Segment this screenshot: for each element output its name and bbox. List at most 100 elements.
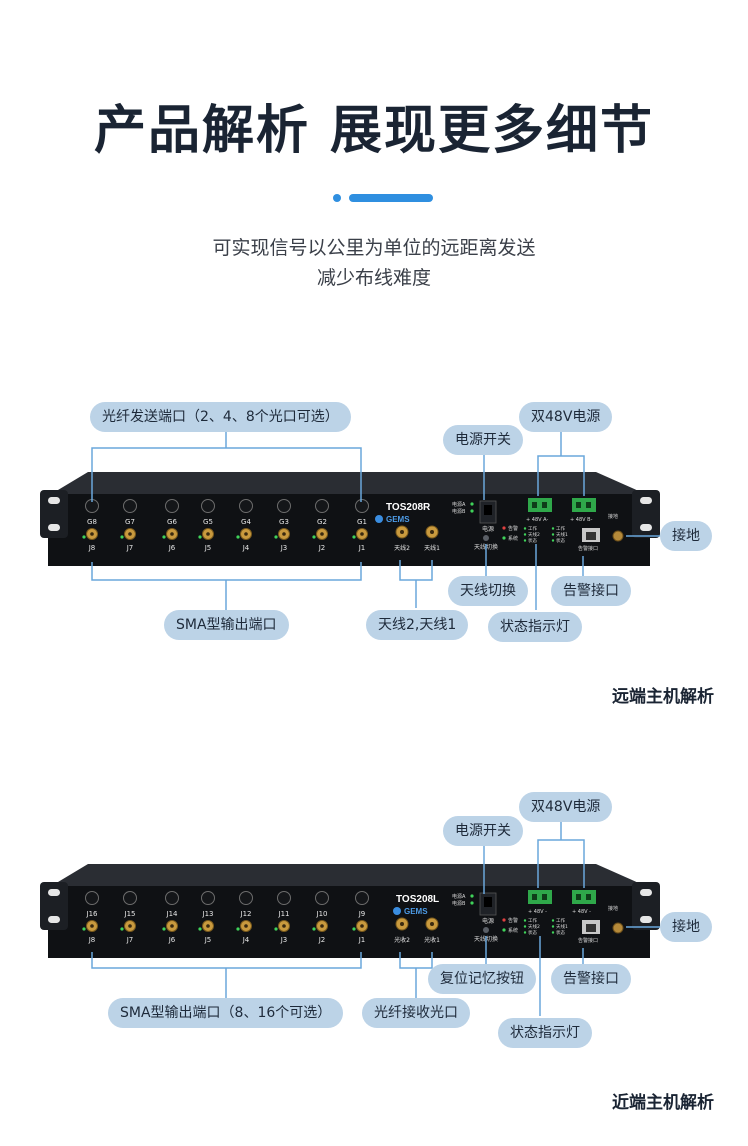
status-led-icon xyxy=(551,539,555,542)
antenna-port-label: 天线2 xyxy=(394,544,410,552)
local-caption: 近端主机解析 xyxy=(612,1093,714,1113)
rack-ear-right xyxy=(632,490,660,538)
brand-label: GEMS xyxy=(386,515,410,524)
ground-small: 接地 xyxy=(608,905,618,912)
accent-dot xyxy=(333,194,341,202)
optical-port-icon[interactable] xyxy=(165,891,179,905)
status-small-label: 天线1 xyxy=(556,531,568,538)
callout-dual-psu: 双48V电源 xyxy=(519,402,613,432)
sma-pin xyxy=(244,532,248,536)
callout-ground: 接地 xyxy=(660,521,712,551)
top-port-label: G2 xyxy=(317,518,327,526)
optical-port-icon[interactable] xyxy=(315,499,329,513)
ant-switch-small-label: 天线切换 xyxy=(474,543,498,551)
port-led-icon xyxy=(274,535,278,539)
ant-switch-button[interactable] xyxy=(483,535,489,541)
optical-port-icon[interactable] xyxy=(201,499,215,513)
port-led-icon xyxy=(162,535,166,539)
subtitle-line-1: 可实现信号以公里为单位的远距离发送 xyxy=(212,237,536,259)
sma-pin xyxy=(360,532,364,536)
optical-port-icon[interactable] xyxy=(315,891,329,905)
ground-screw-icon[interactable] xyxy=(612,530,624,542)
ear-slot xyxy=(640,916,652,923)
power-rocker[interactable] xyxy=(484,897,492,907)
sma-pin xyxy=(170,924,174,928)
status-led-icon xyxy=(523,925,527,928)
top-port-label: G8 xyxy=(87,518,97,526)
port-led-icon xyxy=(162,927,166,931)
ear-slot xyxy=(48,497,60,504)
reset-memory-button[interactable] xyxy=(483,927,489,933)
power-b-small: 电源B xyxy=(452,900,466,907)
optical-port-icon[interactable] xyxy=(239,499,253,513)
top-port-label: J15 xyxy=(124,910,136,918)
power-rocker[interactable] xyxy=(484,505,492,515)
ear-slot xyxy=(48,916,60,923)
terminal-screw xyxy=(586,894,591,900)
system-led-icon xyxy=(502,536,506,540)
callout-ground: 接地 xyxy=(660,912,712,942)
ground-screw-icon[interactable] xyxy=(612,922,624,934)
psu-b-terminal xyxy=(572,890,596,904)
power-b-small: 电源B xyxy=(452,508,466,515)
sma-pin xyxy=(206,924,210,928)
terminal-screw xyxy=(542,894,547,900)
port-led-icon xyxy=(312,927,316,931)
optical-port-icon[interactable] xyxy=(277,499,291,513)
status-small-label: 天线1 xyxy=(556,923,568,930)
status-small-label: 工作 xyxy=(556,525,565,532)
optical-port-icon[interactable] xyxy=(201,891,215,905)
power-small-label: 电源 xyxy=(482,525,494,533)
terminal-screw xyxy=(532,502,537,508)
psu-b-small: + 48V - xyxy=(572,909,591,915)
ear-slot xyxy=(640,524,652,531)
optical-port-icon[interactable] xyxy=(85,891,99,905)
sma-pin xyxy=(360,924,364,928)
sma-pin xyxy=(128,532,132,536)
optical-port-icon[interactable] xyxy=(355,499,369,513)
optical-port-icon[interactable] xyxy=(85,499,99,513)
bottom-port-label: J6 xyxy=(168,936,176,944)
optical-port-icon[interactable] xyxy=(277,891,291,905)
callout-power-switch: 电源开关 xyxy=(443,425,523,455)
port-led-icon xyxy=(120,535,124,539)
terminal-screw xyxy=(532,894,537,900)
callout-fiber-rx: 光纤接收光口 xyxy=(362,998,470,1028)
page-title: 产品解析 展现更多细节 xyxy=(93,101,655,161)
optical-port-icon[interactable] xyxy=(165,499,179,513)
power-a-small: 电源A xyxy=(452,893,466,900)
optical-port-icon[interactable] xyxy=(355,891,369,905)
callout-antennas: 天线2,天线1 xyxy=(366,610,469,640)
led-icon xyxy=(470,894,474,898)
status-led-icon xyxy=(551,931,555,934)
brand-logo-icon xyxy=(393,907,401,915)
status-small-label: 状态 xyxy=(528,929,537,936)
callout-alarm-port: 告警接口 xyxy=(551,964,631,994)
sma-pin xyxy=(400,922,404,926)
optical-port-icon[interactable] xyxy=(123,891,137,905)
ant-switch-small-label: 天线切换 xyxy=(474,935,498,943)
ground-small: 接地 xyxy=(608,513,618,520)
status-alarm-small: 告警 xyxy=(508,525,518,532)
optical-port-icon[interactable] xyxy=(239,891,253,905)
port-led-icon xyxy=(82,535,86,539)
terminal-screw xyxy=(576,894,581,900)
bottom-port-label: J7 xyxy=(126,936,134,944)
status-small-label: 状态 xyxy=(528,537,537,544)
antenna-port-label: 光收1 xyxy=(424,936,440,944)
status-small-label: 天线2 xyxy=(528,923,540,930)
sma-pin xyxy=(430,530,434,534)
status-led-icon xyxy=(523,919,527,922)
optical-port-icon[interactable] xyxy=(123,499,137,513)
port-led-icon xyxy=(198,535,202,539)
callout-ant-switch: 天线切换 xyxy=(448,576,528,606)
callout-fiber-tx: 光纤发送端口（2、4、8个光口可选） xyxy=(90,402,351,432)
alarm-led-icon xyxy=(502,526,506,530)
sma-pin xyxy=(128,924,132,928)
ear-slot xyxy=(48,889,60,896)
bottom-port-label: J3 xyxy=(280,936,288,944)
psu-a-terminal xyxy=(528,498,552,512)
antenna-port-label: 天线1 xyxy=(424,544,440,552)
top-port-label: J12 xyxy=(240,910,252,918)
port-led-icon xyxy=(236,535,240,539)
